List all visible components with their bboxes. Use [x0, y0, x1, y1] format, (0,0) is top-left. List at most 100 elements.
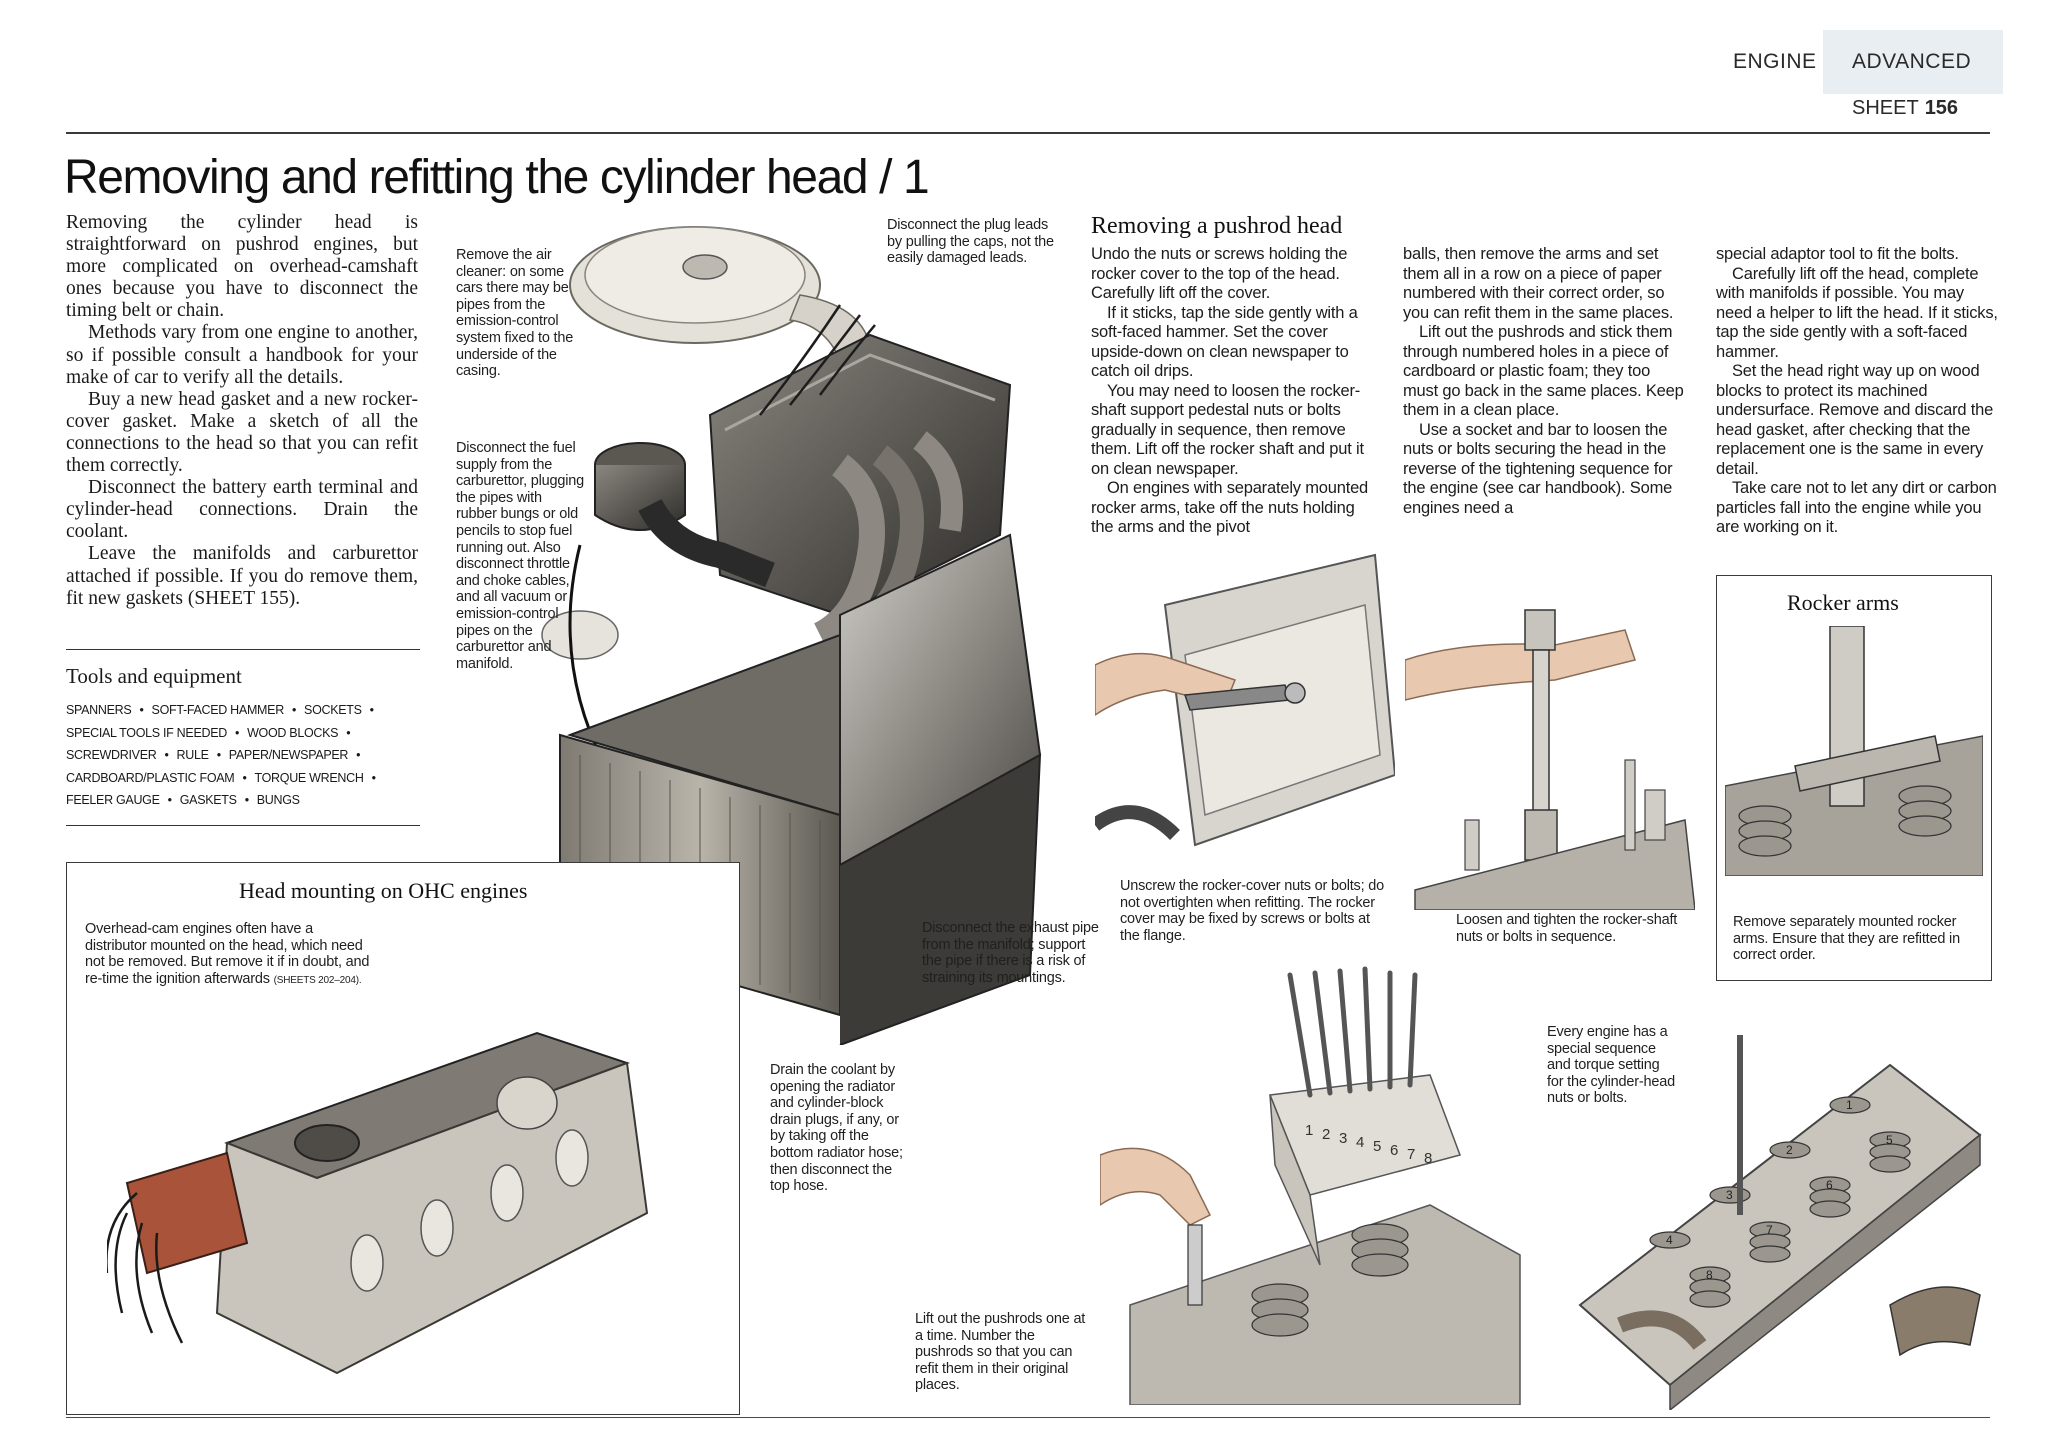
bottom-rule [66, 1417, 1990, 1418]
bullet-separator: • [346, 725, 351, 740]
tool-item: SOCKETS [304, 703, 362, 717]
head-valve-number: 6 [1826, 1178, 1833, 1192]
head-valve-number: 2 [1786, 1143, 1793, 1157]
intro-text: Removing the cylinder head is straightfo… [66, 212, 418, 610]
sheet-label: SHEET [1852, 97, 1919, 119]
head-valve-number: 7 [1766, 1223, 1773, 1237]
top-rule [66, 132, 1990, 134]
pushrod-section-heading: Removing a pushrod head [1091, 213, 1343, 239]
pushrod-paragraph: If it sticks, tap the side gently with a… [1091, 303, 1358, 381]
pushrod-paragraph: balls, then remove the arms and set them… [1403, 245, 1674, 322]
pushrod-number: 7 [1407, 1146, 1415, 1163]
bullet-separator: • [216, 748, 221, 762]
caption-fuel: Disconnect the fuel supply from the carb… [456, 440, 584, 672]
bullet-separator: • [291, 703, 297, 717]
pushrod-number: 4 [1356, 1134, 1364, 1151]
ohc-box-body: Overhead-cam engines often have a distri… [85, 921, 370, 987]
tool-item: FEELER GAUGE [66, 793, 160, 807]
bullet-separator: • [356, 748, 361, 762]
pushrod-paragraph: Undo the nuts or screws holding the rock… [1091, 245, 1348, 302]
ohc-box: Head mounting on OHC engines Overhead-ca… [66, 862, 740, 1415]
bullet-separator: • [234, 725, 240, 740]
bullet-separator: • [369, 703, 374, 717]
sheet-number-value: 156 [1924, 97, 1959, 119]
tool-item: RULE [176, 748, 209, 762]
intro-paragraph: Disconnect the battery earth terminal an… [66, 477, 418, 543]
pushrod-number: 6 [1390, 1142, 1398, 1159]
ohc-engine-illustration [107, 1013, 727, 1403]
pushrod-number: 2 [1322, 1126, 1330, 1143]
page-title: Removing and refitting the cylinder head… [64, 150, 930, 205]
pushrod-number: 3 [1339, 1130, 1347, 1147]
rocker-shaft-svg [1405, 609, 1695, 910]
tools-line: SCREWDRIVER•RULE•PAPER/NEWSPAPER• [66, 744, 426, 767]
pushrod-number: 1 [1305, 1122, 1313, 1139]
pushrod-paragraph: On engines with separately mounted rocke… [1091, 479, 1369, 536]
tool-item: TORQUE WRENCH [254, 770, 364, 785]
pushrod-paragraph: Lift out the pushrods and stick them thr… [1403, 323, 1684, 419]
engine-illustration [540, 215, 1080, 1045]
head-valve-number: 5 [1886, 1133, 1893, 1147]
pushrod-col-3: special adaptor tool to fit the bolts. C… [1716, 245, 2001, 538]
caption-rocker-arms: Remove separately mounted rocker arms. E… [1733, 914, 1960, 964]
tool-item: SPANNERS [66, 703, 132, 717]
pushrod-paragraph: Use a socket and bar to loosen the nuts … [1403, 420, 1673, 517]
page-title-text: Removing and refitting the cylinder head [64, 151, 869, 204]
ohc-box-title: Head mounting on OHC engines [239, 878, 528, 903]
tool-item: SCREWDRIVER [66, 748, 157, 762]
pushrod-number: 5 [1373, 1138, 1381, 1155]
head-valve-number: 3 [1726, 1188, 1733, 1202]
engine-illustration-svg [541, 226, 1042, 1045]
ohc-engine-svg [107, 1031, 649, 1375]
category-label: ENGINE [1733, 50, 1817, 73]
cylinder-head-illustration: 1 2 3 4 5 6 7 8 [1560, 1025, 2000, 1410]
pushrod-paragraph: Take care not to let any dirt or carbon … [1716, 479, 1997, 536]
caption-rocker-cover: Unscrew the rocker-cover nuts or bolts; … [1120, 878, 1384, 944]
tool-item: SPECIAL TOOLS IF NEEDED [66, 725, 227, 740]
rocker-shaft-illustration [1405, 590, 1695, 910]
tools-rule [66, 825, 420, 826]
caption-coolant: Drain the coolant by opening the radiato… [770, 1062, 903, 1195]
tool-item: BUNGS [256, 793, 300, 807]
caption-air-cleaner: Remove the air cleaner: on some cars the… [456, 247, 574, 380]
rocker-arms-box: Rocker arms Remove separately mounted ro… [1716, 575, 1992, 981]
intro-paragraph: Buy a new head gasket and a new rocker-c… [66, 388, 418, 477]
tools-rule [66, 649, 420, 650]
ohc-box-ref: (SHEETS 202–204). [273, 974, 362, 986]
tools-line: SPECIAL TOOLS IF NEEDED•WOOD BLOCKS• [66, 722, 426, 745]
pushrod-number: 8 [1424, 1150, 1432, 1167]
caption-rocker-shaft: Loosen and tighten the rocker-shaft nuts… [1456, 912, 1678, 945]
rocker-arms-svg [1725, 626, 1983, 876]
tools-line: CARDBOARD/PLASTIC FOAM•TORQUE WRENCH• [66, 767, 426, 790]
tool-item: CARDBOARD/PLASTIC FOAM [66, 770, 235, 785]
caption-pushrods: Lift out the pushrods one at a time. Num… [915, 1311, 1086, 1394]
caption-exhaust: Disconnect the exhaust pipe from the man… [922, 920, 1099, 986]
pushrod-col-2: balls, then remove the arms and set them… [1403, 245, 1688, 518]
head-valve-number: 4 [1666, 1233, 1673, 1247]
tools-heading: Tools and equipment [66, 664, 242, 688]
rocker-arms-illustration [1725, 626, 1983, 876]
caption-plug-leads: Disconnect the plug leads by pulling the… [887, 217, 1054, 267]
head-valve-number: 8 [1706, 1268, 1713, 1282]
tools-list: SPANNERS • SOFT-FACED HAMMER • SOCKETS • SPECI… [66, 699, 426, 812]
level-label: ADVANCED [1852, 50, 1972, 73]
rocker-cover-illustration [1095, 545, 1395, 875]
tools-line: SPANNERS•SOFT-FACED HAMMER•SOCKETS• [66, 699, 426, 722]
ohc-box-text: Overhead-cam engines often have a distri… [85, 921, 375, 989]
pushrods-illustration: 1 2 3 4 5 6 7 8 [1100, 965, 1530, 1405]
pushrod-paragraph: special adaptor tool to fit the bolts. [1716, 245, 1959, 263]
pushrods-svg: 1 2 3 4 5 6 7 8 [1100, 966, 1521, 1405]
tool-item: SOFT-FACED HAMMER [151, 703, 285, 717]
level-tab-background [1823, 30, 2003, 94]
pushrod-paragraph: Set the head right way up on wood blocks… [1716, 362, 1994, 478]
bullet-separator: • [167, 793, 172, 807]
pushrod-paragraph: You may need to loosen the rocker-shaft … [1091, 381, 1364, 478]
intro-paragraph: Methods vary from one engine to another,… [66, 322, 418, 388]
page-title-part: / 1 [879, 151, 930, 204]
tools-line: FEELER GAUGE•GASKETS•BUNGS [66, 789, 426, 812]
rocker-cover-svg [1095, 553, 1395, 847]
intro-paragraph: Removing the cylinder head is straightfo… [66, 212, 418, 322]
intro-paragraph: Leave the manifolds and carburettor atta… [66, 543, 418, 609]
pushrod-col-1: Undo the nuts or screws holding the rock… [1091, 245, 1376, 538]
